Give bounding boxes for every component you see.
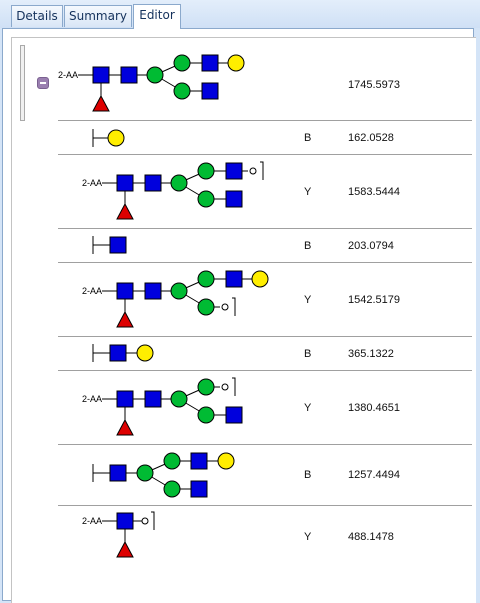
tab-summary[interactable]: Summary xyxy=(64,5,132,27)
glycan-fragment-1 xyxy=(92,129,125,147)
glcnac-square-icon xyxy=(116,174,134,192)
fragment-mass: 1745.5973 xyxy=(348,79,400,91)
row-divider xyxy=(58,228,472,229)
glcnac-square-icon xyxy=(190,480,208,498)
cleavage-mark-icon xyxy=(249,161,264,180)
tab-bar: Details Summary Editor xyxy=(0,0,480,29)
glcnac-square-icon xyxy=(109,464,127,482)
reducing-end-label: 2-AA xyxy=(82,286,102,296)
glycan-fragment-3 xyxy=(92,236,127,254)
tab-editor[interactable]: Editor xyxy=(133,4,181,29)
mannose-circle-icon xyxy=(163,480,181,498)
row-divider xyxy=(58,505,472,506)
glcnac-square-icon xyxy=(225,270,243,288)
fucose-triangle-icon xyxy=(116,418,134,436)
glycan-fragment-6: 2-AA xyxy=(82,377,243,436)
cleavage-mark-icon xyxy=(221,377,236,396)
fragment-mass: 1583.5444 xyxy=(348,186,400,198)
mannose-circle-icon xyxy=(197,378,215,396)
mannose-circle-icon xyxy=(170,390,188,408)
fragment-tree xyxy=(11,37,476,603)
glcnac-square-icon xyxy=(225,406,243,424)
fragment-mass: 162.0528 xyxy=(348,132,394,144)
fragment-type: B xyxy=(304,469,312,481)
fragment-type: Y xyxy=(304,294,312,306)
fucose-triangle-icon xyxy=(116,540,134,558)
glcnac-square-icon xyxy=(109,236,127,254)
reducing-end-label: 2-AA xyxy=(58,70,78,80)
glcnac-square-icon xyxy=(225,162,243,180)
cleavage-mark-icon xyxy=(141,511,155,530)
reducing-end-label: 2-AA xyxy=(82,516,102,526)
reducing-end-label: 2-AA xyxy=(82,178,102,188)
glycan-fragment-5 xyxy=(92,344,154,362)
collapse-icon[interactable] xyxy=(37,77,49,89)
mannose-circle-icon xyxy=(197,406,215,424)
mannose-circle-icon xyxy=(136,464,154,482)
fucose-triangle-icon xyxy=(116,202,134,220)
mannose-circle-icon xyxy=(173,82,191,100)
glycan-parent: 2-AA xyxy=(58,54,245,112)
fragment-type: B xyxy=(304,348,312,360)
glcnac-square-icon xyxy=(144,390,162,408)
glycan-fragment-2: 2-AA xyxy=(82,161,264,220)
reducing-end-label: 2-AA xyxy=(82,394,102,404)
glcnac-square-icon xyxy=(190,452,208,470)
fragment-mass: 488.1478 xyxy=(348,531,394,543)
row-divider xyxy=(58,370,472,371)
mannose-circle-icon xyxy=(197,270,215,288)
glcnac-square-icon xyxy=(116,282,134,300)
row-divider xyxy=(58,336,472,337)
glycan-fragment-8: 2-AA xyxy=(82,511,155,558)
mannose-circle-icon xyxy=(170,174,188,192)
mannose-circle-icon xyxy=(163,452,181,470)
galactose-circle-icon xyxy=(251,270,269,288)
glcnac-square-icon xyxy=(116,512,134,530)
fragment-mass: 1380.4651 xyxy=(348,402,400,414)
tree-scroll-handle[interactable] xyxy=(20,45,25,121)
mannose-circle-icon xyxy=(170,282,188,300)
row-divider xyxy=(58,154,472,155)
fragment-mass: 1257.4494 xyxy=(348,469,400,481)
glcnac-square-icon xyxy=(144,174,162,192)
fragment-type: B xyxy=(304,240,312,252)
row-divider xyxy=(58,120,472,121)
glcnac-square-icon xyxy=(144,282,162,300)
mannose-circle-icon xyxy=(197,162,215,180)
galactose-circle-icon xyxy=(217,452,235,470)
glycan-fragment-4: 2-AA xyxy=(82,270,269,328)
fragment-type: B xyxy=(304,132,312,144)
fragment-type: Y xyxy=(304,531,312,543)
fragment-mass: 203.0794 xyxy=(348,240,394,252)
glcnac-square-icon xyxy=(120,66,138,84)
mannose-circle-icon xyxy=(173,54,191,72)
row-divider xyxy=(58,262,472,263)
fragment-type: Y xyxy=(304,186,312,198)
mannose-circle-icon xyxy=(146,66,164,84)
fragment-mass: 365.1322 xyxy=(348,348,394,360)
fucose-triangle-icon xyxy=(92,94,110,112)
glcnac-square-icon xyxy=(225,190,243,208)
fucose-triangle-icon xyxy=(116,310,134,328)
glcnac-square-icon xyxy=(201,82,219,100)
galactose-circle-icon xyxy=(107,129,125,147)
fragment-mass: 1542.5179 xyxy=(348,294,400,306)
galactose-circle-icon xyxy=(136,344,154,362)
glcnac-square-icon xyxy=(92,66,110,84)
tab-details[interactable]: Details xyxy=(11,5,63,27)
glcnac-square-icon xyxy=(116,390,134,408)
cleavage-mark-icon xyxy=(221,297,236,316)
glcnac-square-icon xyxy=(109,344,127,362)
galactose-circle-icon xyxy=(227,54,245,72)
glycan-fragment-7 xyxy=(92,452,235,498)
mannose-circle-icon xyxy=(197,298,215,316)
row-divider xyxy=(58,444,472,445)
glcnac-square-icon xyxy=(201,54,219,72)
mannose-circle-icon xyxy=(197,190,215,208)
fragment-type: Y xyxy=(304,402,312,414)
